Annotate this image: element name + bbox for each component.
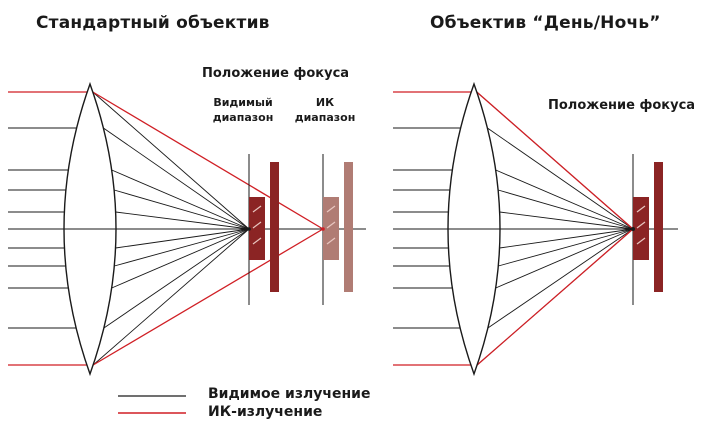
refracted-visible-ray [499, 228, 634, 249]
refracted-visible-ray [498, 228, 634, 267]
legend-ir-label: ИК-излучение [208, 404, 323, 420]
refracted-visible-ray [487, 228, 634, 329]
ir-range-label: ИК диапазон [292, 95, 358, 125]
refracted-visible-ray [92, 228, 250, 366]
visible-focus-point [247, 227, 251, 231]
refracted-ir-ray [92, 228, 324, 366]
ir-focus-point [321, 227, 325, 231]
visible-focus-chip-mark [252, 237, 262, 245]
refracted-visible-ray [103, 228, 250, 329]
visible-focus-sensor-chip [249, 197, 265, 260]
refracted-visible-ray [113, 189, 250, 230]
refracted-visible-ray [92, 91, 250, 230]
daynight-focus-sensor-chip [633, 197, 649, 260]
visible-focus-chip-mark [252, 205, 262, 213]
daynight-focus-chip-mark [636, 221, 646, 229]
visible-range-label: Видимый диапазон [212, 95, 274, 125]
daynight-focus-point [631, 227, 635, 231]
ir-focus-sensor-bar [344, 162, 353, 292]
refracted-visible-ray [111, 169, 250, 230]
refracted-visible-ray [487, 127, 634, 230]
daynight-lens-diagram [393, 81, 678, 377]
standard-lens-title: Стандартный объектив [36, 13, 270, 33]
lens-outline [447, 81, 501, 377]
ir-focus-chip-mark [326, 205, 336, 213]
visible-range-label-line2: диапазон [212, 111, 274, 124]
refracted-visible-ray [103, 127, 250, 230]
focus-position-label-left: Положение фокуса [202, 66, 350, 81]
legend-visible-label: Видимое излучение [208, 386, 371, 402]
refracted-visible-ray [115, 228, 250, 249]
refracted-ir-ray [476, 91, 634, 230]
refracted-visible-ray [499, 211, 634, 230]
refracted-visible-ray [111, 228, 250, 289]
refracted-visible-ray [495, 228, 634, 289]
ir-focus-chip-mark [326, 237, 336, 245]
standard-lens-diagram [8, 81, 366, 377]
focus-position-label-right: Положение фокуса [548, 98, 696, 113]
ir-focus-chip-mark [326, 221, 336, 229]
ir-range-label-line1: ИК [315, 96, 335, 109]
visible-focus-chip-mark [252, 221, 262, 229]
refracted-visible-ray [114, 228, 250, 267]
daynight-focus-chip-mark [636, 205, 646, 213]
visible-focus-sensor-bar [270, 162, 279, 292]
ir-range-label-line2: диапазон [294, 111, 356, 124]
ir-focus-sensor-chip [323, 197, 339, 260]
refracted-ir-ray [476, 228, 634, 366]
daynight-focus-chip-mark [636, 237, 646, 245]
refracted-visible-ray [497, 189, 634, 230]
daynight-lens-title: Объектив “День/Ночь” [430, 13, 661, 33]
refracted-visible-ray [115, 211, 250, 230]
visible-range-label-line1: Видимый [213, 96, 273, 109]
refracted-visible-ray [495, 169, 634, 230]
lens-outline [63, 81, 117, 377]
legend-lines [118, 395, 186, 414]
refracted-ir-ray [92, 91, 324, 230]
daynight-focus-sensor-bar [654, 162, 663, 292]
